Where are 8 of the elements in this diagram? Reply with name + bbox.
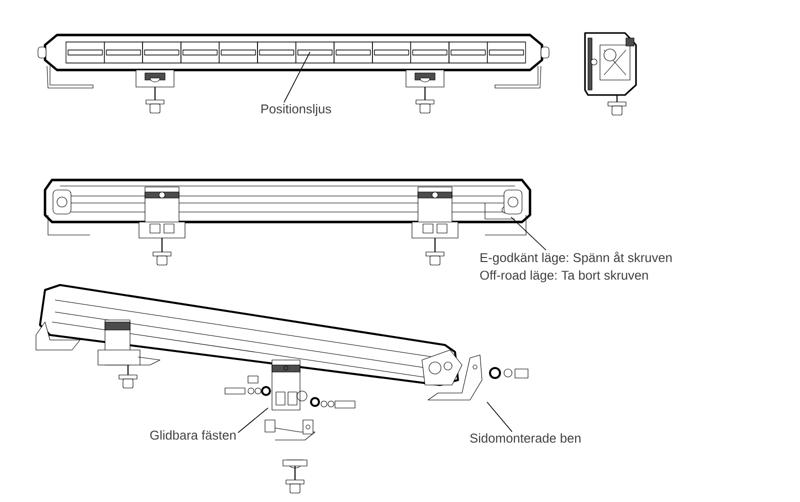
- callout-label: Glidbara fästen: [150, 430, 236, 440]
- callout-label: Sidomonterade ben: [470, 433, 580, 443]
- leader-line: [486, 402, 512, 432]
- leader-line: [238, 408, 268, 434]
- leader-line: [510, 216, 546, 250]
- callout-label: E-godkänt läge: Spänn åt skruven Off-road läge: Ta bort skruven: [480, 252, 672, 282]
- callout-label: Positionsljus: [261, 104, 332, 116]
- leader-line: [284, 52, 310, 103]
